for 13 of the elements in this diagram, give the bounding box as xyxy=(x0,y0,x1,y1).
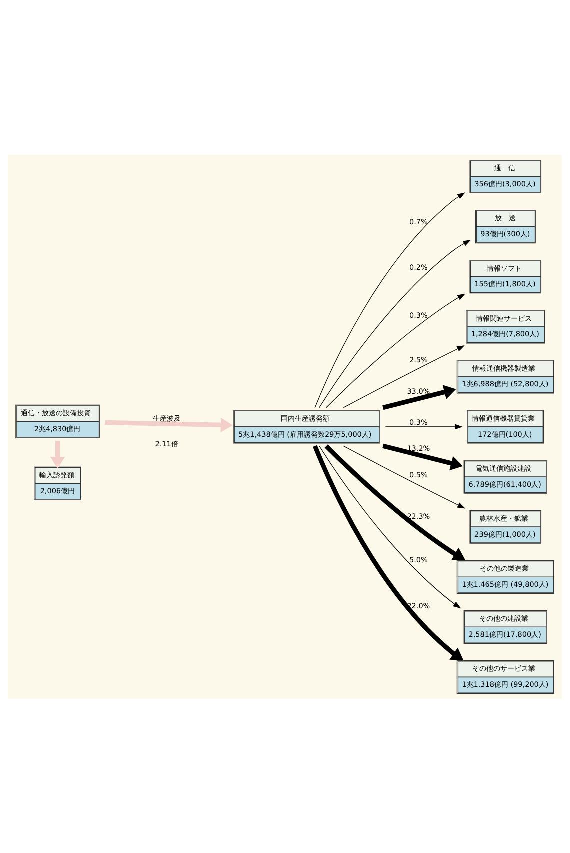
arrow xyxy=(312,444,464,660)
arrow xyxy=(105,417,233,432)
arrow xyxy=(382,443,464,470)
arrow xyxy=(319,239,472,408)
arrow xyxy=(343,445,466,508)
arrow xyxy=(385,424,463,430)
arrow xyxy=(343,345,465,408)
arrow xyxy=(50,440,66,468)
arrow xyxy=(382,384,456,410)
arrow xyxy=(324,444,466,560)
arrow xyxy=(326,293,466,408)
arrow xyxy=(314,192,466,408)
arrow xyxy=(319,445,462,608)
